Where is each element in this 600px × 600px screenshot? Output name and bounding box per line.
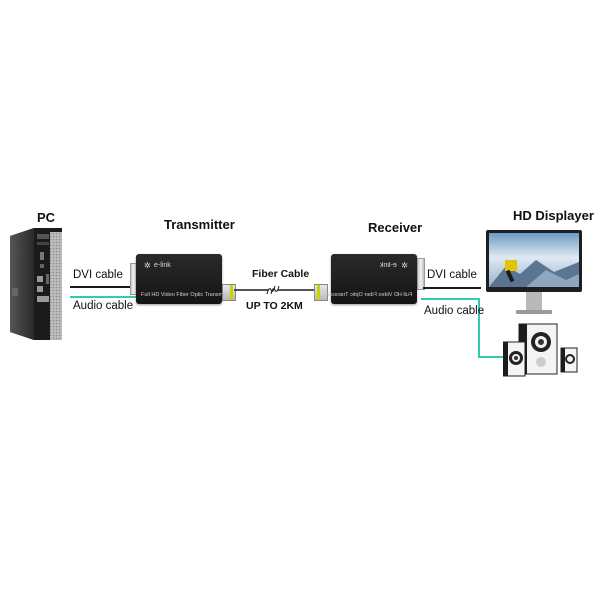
transmitter-sfp-module: [222, 284, 236, 301]
rx-dvi-cable-label: DVI cable: [427, 269, 477, 281]
pc-audio-cable-line: [70, 296, 136, 298]
rx-audio-cable-line-v: [478, 298, 480, 358]
transmitter-label: Transmitter: [164, 217, 235, 232]
e-link-logo-icon: ✲: [144, 261, 151, 270]
pc-audio-cable-label: Audio cable: [73, 300, 134, 312]
transmitter-model-text: Full HD Video Fiber Optic Transmitter: [141, 292, 233, 298]
fiber-cable: [234, 282, 314, 298]
rx-audio-cable-label: Audio cable: [424, 305, 485, 317]
speakers-icon: [502, 322, 579, 378]
receiver-model-text: Full HD Video Fiber Optic Transceiver: [319, 292, 412, 298]
e-link-logo-icon: ✲: [401, 261, 408, 270]
pc-dvi-cable-label: DVI cable: [73, 269, 123, 281]
pc-label: PC: [37, 210, 56, 225]
receiver-sfp-module: [314, 284, 328, 301]
fiber-cable-label: Fiber Cable: [252, 268, 310, 280]
transmitter-brand: e-link: [154, 262, 171, 269]
display-label: HD Displayer: [513, 208, 594, 223]
transmitter-device: ✲ e-link Full HD Video Fiber Optic Trans…: [136, 254, 232, 304]
pc-tower-icon: [10, 226, 64, 342]
receiver-device: e-link ✲ Full HD Video Fiber Optic Trans…: [320, 254, 417, 304]
receiver-label: Receiver: [368, 220, 423, 235]
monitor-icon: [486, 230, 582, 320]
rx-audio-cable-line-h2: [478, 356, 504, 358]
receiver-brand: e-link: [380, 262, 397, 269]
fiber-distance-label: UP TO 2KM: [246, 300, 303, 312]
rx-dvi-cable-line: [423, 287, 481, 289]
receiver-dvi-port: [417, 258, 425, 290]
rx-audio-cable-line-h1: [421, 298, 479, 300]
pc-dvi-cable-line: [70, 286, 136, 288]
